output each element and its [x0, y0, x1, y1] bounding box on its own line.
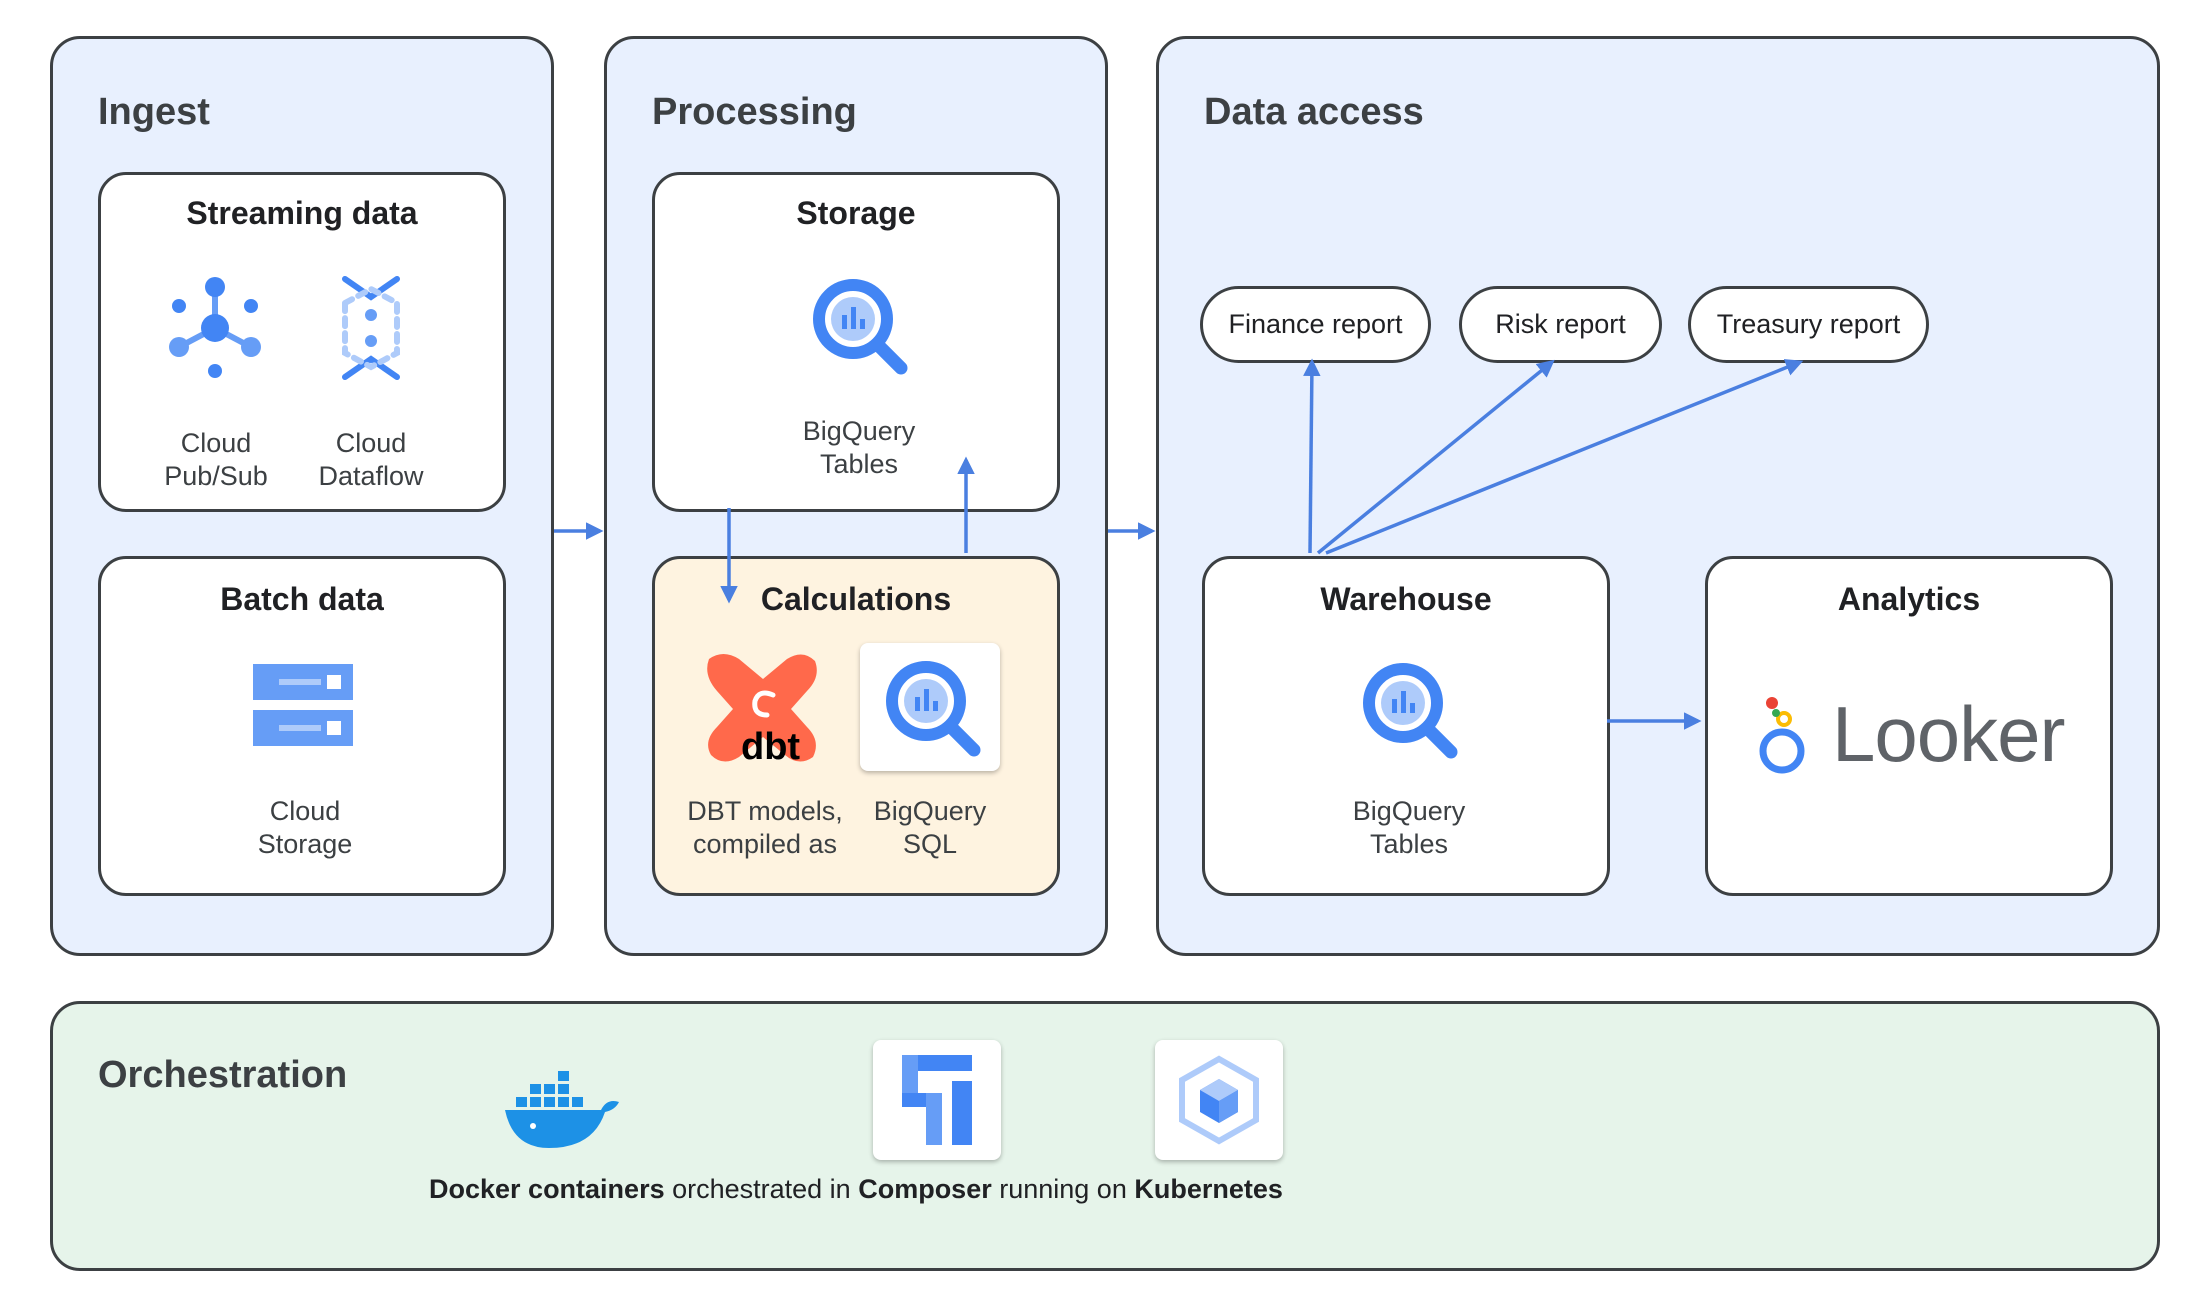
finance-report-pill[interactable]: Finance report — [1200, 286, 1431, 363]
analytics-title: Analytics — [1837, 581, 1981, 617]
composer-icon — [902, 1055, 972, 1145]
streaming-data-title: Streaming data — [186, 195, 418, 231]
data-access-title: Data access — [1204, 91, 1424, 133]
warehouse-card: Warehouse BigQuery Tables — [1202, 556, 1610, 896]
looker-wordmark: Looker — [1832, 690, 2065, 778]
caption-connector-2: running on — [991, 1174, 1135, 1204]
cloud-storage-icon — [253, 664, 353, 746]
orchestration-title: Orchestration — [98, 1054, 348, 1096]
bigquery-icon — [1357, 659, 1457, 759]
storage-card: Storage BigQuery Tables — [652, 172, 1060, 512]
dbt-logo-text: dbt — [741, 726, 800, 768]
streaming-data-card: Streaming data Cloud Pub/Sub — [98, 172, 506, 512]
storage-bigquery-label: BigQuery Tables — [802, 416, 916, 479]
dataflow-icon — [342, 276, 400, 380]
storage-title: Storage — [796, 195, 916, 231]
warehouse-bigquery-label: BigQuery Tables — [1352, 796, 1466, 859]
dataflow-label: Cloud Dataflow — [318, 428, 424, 491]
bigquery-sql-tile — [860, 643, 1000, 771]
pubsub-icon — [169, 277, 261, 378]
warehouse-title: Warehouse — [1320, 581, 1492, 617]
calculations-card: Calculations dbt DBT models, compiled as… — [652, 556, 1060, 896]
pubsub-label: Cloud Pub/Sub — [164, 428, 268, 491]
caption-connector-1: orchestrated in — [664, 1174, 859, 1204]
docker-icon — [505, 1069, 619, 1148]
analytics-card: Analytics Looker — [1705, 556, 2113, 896]
kubernetes-tile — [1155, 1040, 1283, 1160]
data-access-panel: Data access Finance report Risk report T… — [1156, 36, 2160, 956]
bigquery-sql-label: BigQuery SQL — [873, 796, 987, 859]
dbt-models-label: DBT models, compiled as — [687, 796, 843, 859]
looker-icon — [1759, 697, 1805, 774]
calculations-title: Calculations — [760, 581, 952, 617]
orchestration-caption: Docker containers orchestrated in Compos… — [429, 1174, 1283, 1205]
kubernetes-engine-icon — [1179, 1055, 1259, 1145]
kubernetes-text: Kubernetes — [1134, 1174, 1283, 1204]
bigquery-icon — [807, 275, 907, 375]
composer-text: Composer — [858, 1174, 992, 1204]
treasury-report-pill[interactable]: Treasury report — [1688, 286, 1929, 363]
composer-tile — [873, 1040, 1001, 1160]
risk-report-pill[interactable]: Risk report — [1459, 286, 1662, 363]
batch-data-card: Batch data Cloud Storage — [98, 556, 506, 896]
dbt-icon: dbt — [707, 654, 817, 768]
bigquery-icon — [880, 657, 980, 757]
cloud-storage-label: Cloud Storage — [257, 796, 353, 859]
batch-data-title: Batch data — [220, 581, 384, 617]
processing-title: Processing — [652, 91, 857, 133]
orchestration-panel: Orchestration Docker containers orchestr — [50, 1001, 2160, 1271]
processing-panel: Processing Storage BigQuery Tables Calcu… — [604, 36, 1108, 956]
ingest-panel: Ingest Streaming data Cloud Pub/Sub — [50, 36, 554, 956]
docker-containers-text: Docker containers — [429, 1174, 665, 1204]
ingest-title: Ingest — [98, 91, 210, 133]
